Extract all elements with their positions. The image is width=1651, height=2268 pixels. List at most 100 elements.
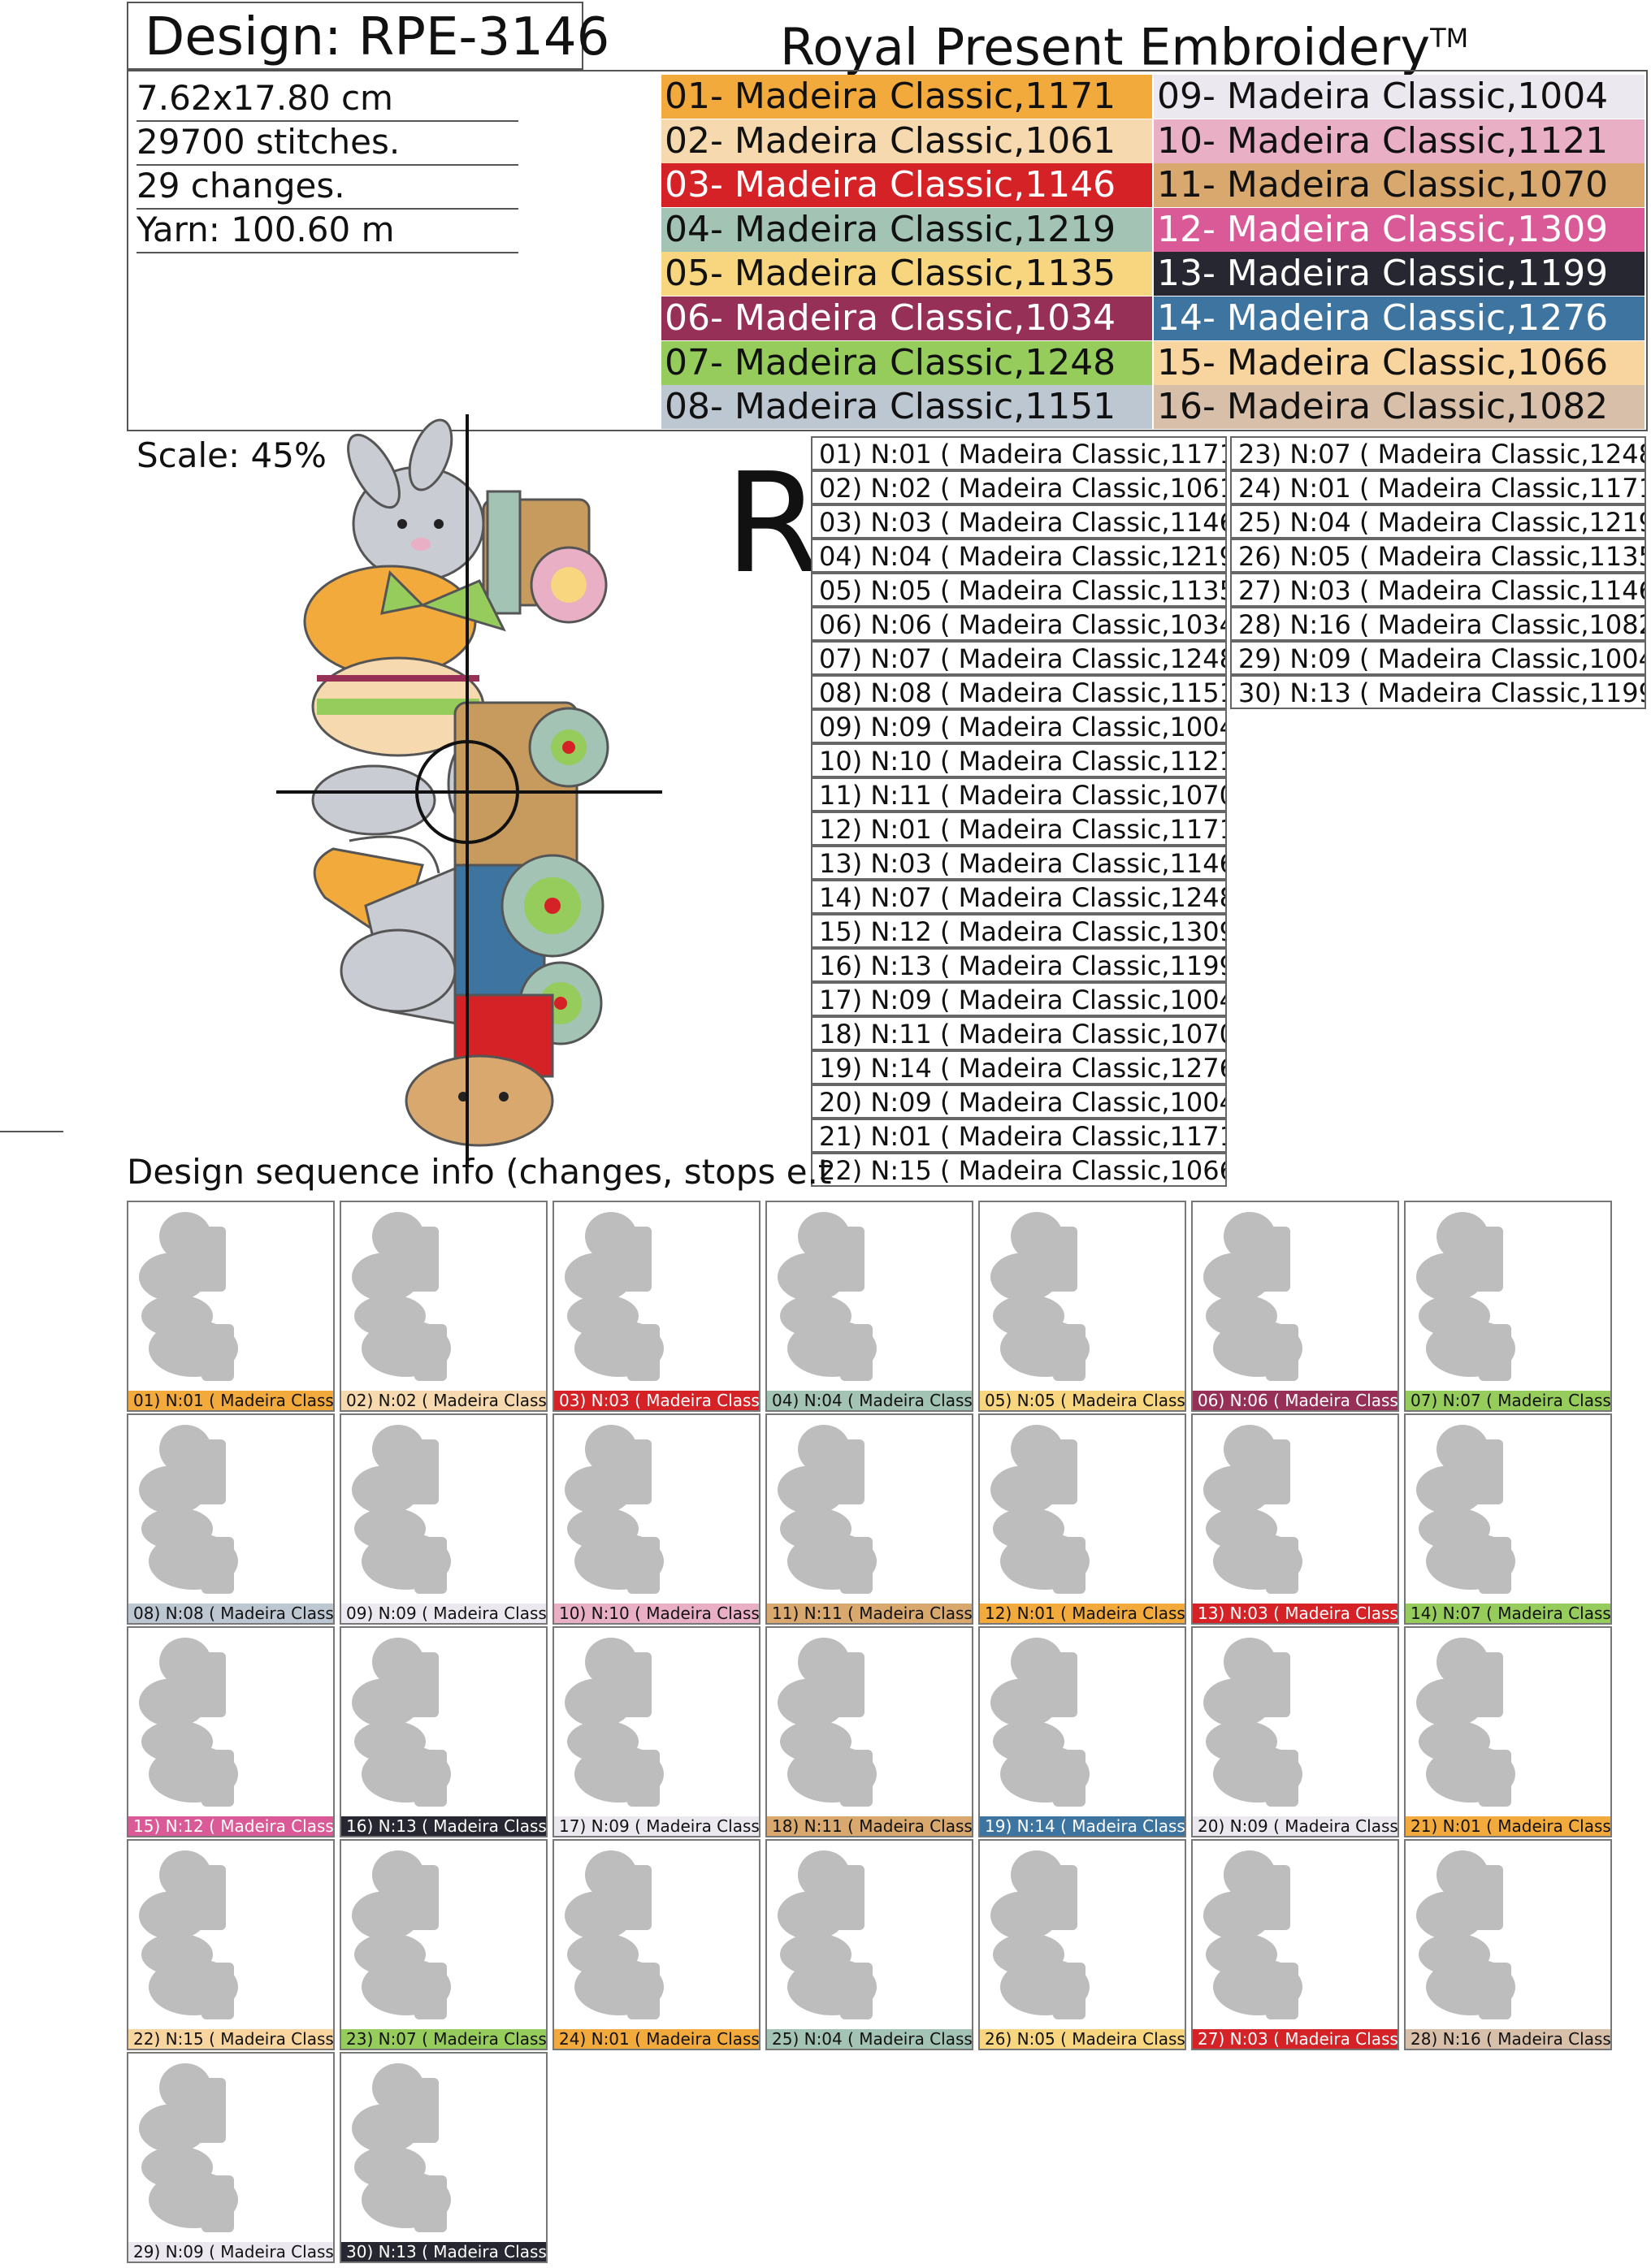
- sequence-thumbnail: 23) N:07 ( Madeira Classic,1248): [340, 1839, 548, 2050]
- thumbnail-caption: 16) N:13 ( Madeira Classic,1199): [341, 1816, 546, 1836]
- thumbnail-caption: 23) N:07 ( Madeira Classic,1248): [341, 2029, 546, 2049]
- sequence-thumbnail: 29) N:09 ( Madeira Classic,1004): [127, 2052, 335, 2263]
- thumbnail-silhouette-image: [1203, 1425, 1302, 1594]
- sequence-item-10: 10) N:10 ( Madeira Classic,1121): [811, 743, 1227, 777]
- sequence-thumbnail: 20) N:09 ( Madeira Classic,1004): [1191, 1626, 1399, 1837]
- center-crosshair: [276, 414, 662, 1166]
- design-title: Design: RPE-3146: [127, 2, 609, 70]
- sequence-item-03: 03) N:03 ( Madeira Classic,1146): [811, 504, 1227, 539]
- thumbnail-caption: 26) N:05 ( Madeira Classic,1135): [980, 2029, 1185, 2049]
- thumbnail-caption: 03) N:03 ( Madeira Classic,1146): [554, 1391, 759, 1410]
- basket-middle: [453, 701, 609, 875]
- thumbnail-caption: 04) N:04 ( Madeira Classic,1219): [767, 1391, 972, 1410]
- egg-top: [303, 565, 506, 678]
- sequence-item-04: 04) N:04 ( Madeira Classic,1219): [811, 539, 1227, 573]
- palette-color-14: 14- Madeira Classic,1276: [1154, 296, 1644, 340]
- palette-color-01: 01- Madeira Classic,1171: [661, 75, 1152, 119]
- thumbnail-silhouette-image: [1203, 1638, 1302, 1807]
- thumbnail-caption: 10) N:10 ( Madeira Classic,1121): [554, 1604, 759, 1623]
- sequence-item-02: 02) N:02 ( Madeira Classic,1061): [811, 470, 1227, 504]
- palette-color-04: 04- Madeira Classic,1219: [661, 207, 1152, 252]
- thumbnail-caption: 28) N:16 ( Madeira Classic,1082): [1406, 2029, 1610, 2049]
- thumbnail-caption: 06) N:06 ( Madeira Classic,1034): [1193, 1391, 1398, 1410]
- palette-color-06: 06- Madeira Classic,1034: [661, 296, 1152, 340]
- thumbnail-silhouette-image: [139, 1638, 238, 1807]
- left-divider: [0, 1131, 63, 1132]
- thumbnail-caption: 25) N:04 ( Madeira Classic,1219): [767, 2029, 972, 2049]
- thumbnail-silhouette-image: [1203, 1850, 1302, 2019]
- thumbnail-caption: 13) N:03 ( Madeira Classic,1146): [1193, 1604, 1398, 1623]
- thumbnail-caption: 21) N:01 ( Madeira Classic,1171): [1406, 1816, 1610, 1836]
- sequence-item-08: 08) N:08 ( Madeira Classic,1151): [811, 675, 1227, 709]
- palette-color-02: 02- Madeira Classic,1061: [661, 119, 1152, 163]
- sequence-item-18: 18) N:11 ( Madeira Classic,1070): [811, 1016, 1227, 1050]
- palette-color-13: 13- Madeira Classic,1199: [1154, 252, 1644, 296]
- sequence-thumbnail: 26) N:05 ( Madeira Classic,1135): [978, 1839, 1186, 2050]
- thumbnail-caption: 05) N:05 ( Madeira Classic,1135): [980, 1391, 1185, 1410]
- sequence-thumbnail: 19) N:14 ( Madeira Classic,1276): [978, 1626, 1186, 1837]
- sequence-thumbnail: 14) N:07 ( Madeira Classic,1248): [1404, 1413, 1612, 1625]
- brand-name: Royal Present EmbroideryTM: [780, 3, 1468, 83]
- thumbnail-silhouette-image: [352, 1425, 451, 1594]
- brand-name-text: Royal Present Embroidery: [780, 17, 1431, 77]
- palette-color-12: 12- Madeira Classic,1309: [1154, 207, 1644, 252]
- thumbnail-silhouette-image: [352, 1638, 451, 1807]
- sequence-thumbnail: 11) N:11 ( Madeira Classic,1070): [765, 1413, 973, 1625]
- sequence-item-27: 27) N:03 ( Madeira Classic,1146): [1230, 573, 1646, 607]
- thumbnail-silhouette-image: [1203, 1212, 1302, 1381]
- thumbnail-caption: 11) N:11 ( Madeira Classic,1070): [767, 1604, 972, 1623]
- thumbnail-caption: 09) N:09 ( Madeira Classic,1004): [341, 1604, 546, 1623]
- thumbnail-silhouette-image: [565, 1425, 664, 1594]
- thumbnail-silhouette-image: [139, 2063, 238, 2232]
- thumbnail-caption: 14) N:07 ( Madeira Classic,1248): [1406, 1604, 1610, 1623]
- thumbnail-silhouette-image: [352, 1212, 451, 1381]
- bunny-head: [347, 418, 485, 582]
- sequence-item-06: 06) N:06 ( Madeira Classic,1034): [811, 607, 1227, 641]
- bear-head: [405, 993, 554, 1147]
- rotation-mark: R: [725, 444, 821, 604]
- thumbnail-caption: 18) N:11 ( Madeira Classic,1070): [767, 1816, 972, 1836]
- sequence-thumbnail: 30) N:13 ( Madeira Classic,1199): [340, 2052, 548, 2263]
- sequence-thumbnail: 16) N:13 ( Madeira Classic,1199): [340, 1626, 548, 1837]
- sequence-item-12: 12) N:01 ( Madeira Classic,1171): [811, 812, 1227, 846]
- thumbnail-caption: 08) N:08 ( Madeira Classic,1151): [128, 1604, 333, 1623]
- thumbnail-caption: 07) N:07 ( Madeira Classic,1248): [1406, 1391, 1610, 1410]
- sequence-item-07: 07) N:07 ( Madeira Classic,1248): [811, 641, 1227, 675]
- sequence-item-24: 24) N:01 ( Madeira Classic,1171): [1230, 470, 1646, 504]
- sequence-thumbnail: 25) N:04 ( Madeira Classic,1219): [765, 1839, 973, 2050]
- thumbnail-silhouette-image: [778, 1850, 877, 2019]
- thumbnail-caption: 12) N:01 ( Madeira Classic,1171): [980, 1604, 1185, 1623]
- thumbnail-silhouette-image: [990, 1425, 1090, 1594]
- sequence-thumbnail: 22) N:15 ( Madeira Classic,1066): [127, 1839, 335, 2050]
- sequence-item-30: 30) N:13 ( Madeira Classic,1199): [1230, 675, 1646, 709]
- sequence-thumbnail: 28) N:16 ( Madeira Classic,1082): [1404, 1839, 1612, 2050]
- sequence-item-05: 05) N:05 ( Madeira Classic,1135): [811, 573, 1227, 607]
- palette-color-10: 10- Madeira Classic,1121: [1154, 119, 1644, 163]
- palette-color-05: 05- Madeira Classic,1135: [661, 252, 1152, 296]
- thumbnail-silhouette-image: [990, 1212, 1090, 1381]
- thumbnail-caption: 24) N:01 ( Madeira Classic,1171): [554, 2029, 759, 2049]
- sequence-item-29: 29) N:09 ( Madeira Classic,1004): [1230, 641, 1646, 675]
- trademark-mark: TM: [1430, 23, 1469, 54]
- thumbnail-silhouette-image: [1416, 1212, 1515, 1381]
- yarn-length: Yarn: 100.60 m: [136, 208, 518, 253]
- sequence-thumbnail: 09) N:09 ( Madeira Classic,1004): [340, 1413, 548, 1625]
- thumbnail-silhouette-image: [1416, 1850, 1515, 2019]
- thumbnail-caption: 30) N:13 ( Madeira Classic,1199): [341, 2242, 546, 2262]
- sequence-thumbnail: 24) N:01 ( Madeira Classic,1171): [552, 1839, 760, 2050]
- thumbnail-caption: 01) N:01 ( Madeira Classic,1171): [128, 1391, 333, 1410]
- thumbnail-caption: 20) N:09 ( Madeira Classic,1004): [1193, 1816, 1398, 1836]
- thumbnail-silhouette-image: [565, 1212, 664, 1381]
- sequence-thumbnail: 01) N:01 ( Madeira Classic,1171): [127, 1201, 335, 1412]
- sequence-item-11: 11) N:11 ( Madeira Classic,1070): [811, 777, 1227, 812]
- design-preview-image: [276, 414, 662, 1166]
- thumbnail-silhouette-image: [565, 1638, 664, 1807]
- thumbnail-silhouette-image: [139, 1212, 238, 1381]
- sequence-thumbnail: 03) N:03 ( Madeira Classic,1146): [552, 1201, 760, 1412]
- palette-color-03: 03- Madeira Classic,1146: [661, 163, 1152, 208]
- sequence-thumbnail: 08) N:08 ( Madeira Classic,1151): [127, 1413, 335, 1625]
- thumbnail-silhouette-image: [778, 1425, 877, 1594]
- thumbnail-silhouette-image: [778, 1638, 877, 1807]
- sequence-item-22: 22) N:15 ( Madeira Classic,1066): [811, 1153, 1227, 1187]
- palette-color-16: 16- Madeira Classic,1082: [1154, 385, 1644, 430]
